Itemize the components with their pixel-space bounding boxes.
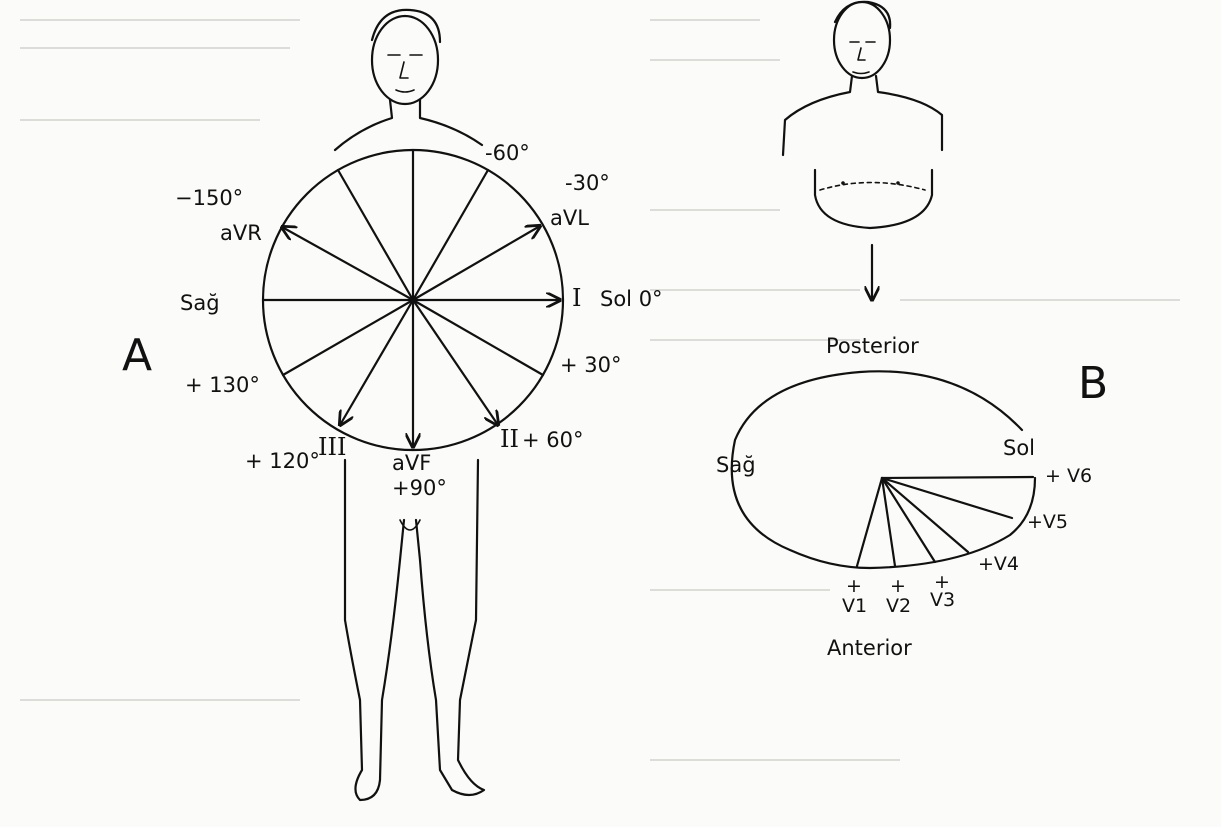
label-plus-60: + 60° <box>522 428 584 452</box>
label-plus-120: + 120° <box>245 449 320 473</box>
panel-a-letter: A <box>122 330 152 381</box>
label-lead-iii: III <box>318 433 346 461</box>
lead-ii-arrow <box>413 300 498 425</box>
label-v4: +V4 <box>978 553 1019 575</box>
label-plus-90: +90° <box>392 476 447 500</box>
plus-v2: + <box>890 575 906 597</box>
label-minus-60: -60° <box>485 141 530 165</box>
label-v1: V1 <box>842 595 867 617</box>
label-v3: V3 <box>930 589 955 611</box>
panel-b-letter: B <box>1078 358 1108 409</box>
label-minus-150: −150° <box>175 186 243 210</box>
label-v2: V2 <box>886 595 911 617</box>
label-avr: aVR <box>220 221 262 245</box>
lead-iii-arrow <box>340 300 413 425</box>
label-plus-30: + 30° <box>560 353 622 377</box>
label-lead-ii: II <box>500 425 519 453</box>
label-anterior: Anterior <box>827 636 912 660</box>
panel-b-torso-figure <box>783 2 942 300</box>
panel-a-body-figure <box>335 10 484 800</box>
label-v6: + V6 <box>1045 465 1092 487</box>
horizontal-plane <box>732 371 1035 568</box>
label-posterior: Posterior <box>826 334 919 358</box>
label-plus-130: + 130° <box>185 373 260 397</box>
label-lead-i: I <box>572 284 581 312</box>
hexaxial-circle <box>263 150 563 450</box>
label-sag-a: Sağ <box>180 291 220 315</box>
label-sol-b: Sol <box>1003 436 1035 460</box>
label-minus-30: -30° <box>565 171 610 195</box>
plus-v1: + <box>846 575 862 597</box>
label-v5: +V5 <box>1027 511 1068 533</box>
label-avl: aVL <box>550 206 589 230</box>
lead-avr-arrow <box>282 227 413 300</box>
label-sag-b: Sağ <box>716 453 756 477</box>
label-sol-0: Sol 0° <box>600 287 663 311</box>
label-avf: aVF <box>392 451 431 475</box>
lead-avl-arrow <box>413 226 540 300</box>
